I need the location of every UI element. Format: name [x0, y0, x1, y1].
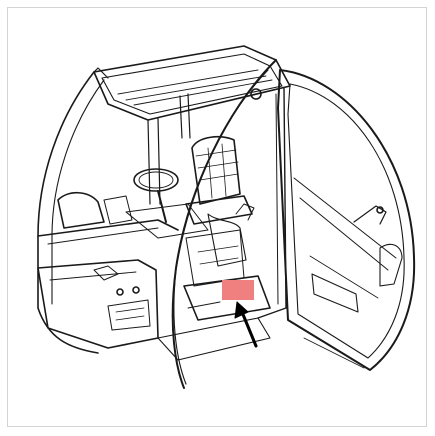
label-highlight: [222, 280, 254, 300]
dashboard: [57, 191, 255, 287]
illustration-frame: [7, 7, 427, 427]
open-door: [277, 69, 416, 371]
rear-pillars: [147, 93, 191, 205]
floor-step: [157, 275, 271, 361]
steering-wheel: [133, 168, 179, 223]
cab-body-left: [37, 71, 179, 354]
indicator-arrow: [234, 301, 258, 348]
operator-seat: [185, 135, 253, 225]
cab-illustration: [37, 45, 416, 389]
roof-frame: [93, 45, 291, 121]
